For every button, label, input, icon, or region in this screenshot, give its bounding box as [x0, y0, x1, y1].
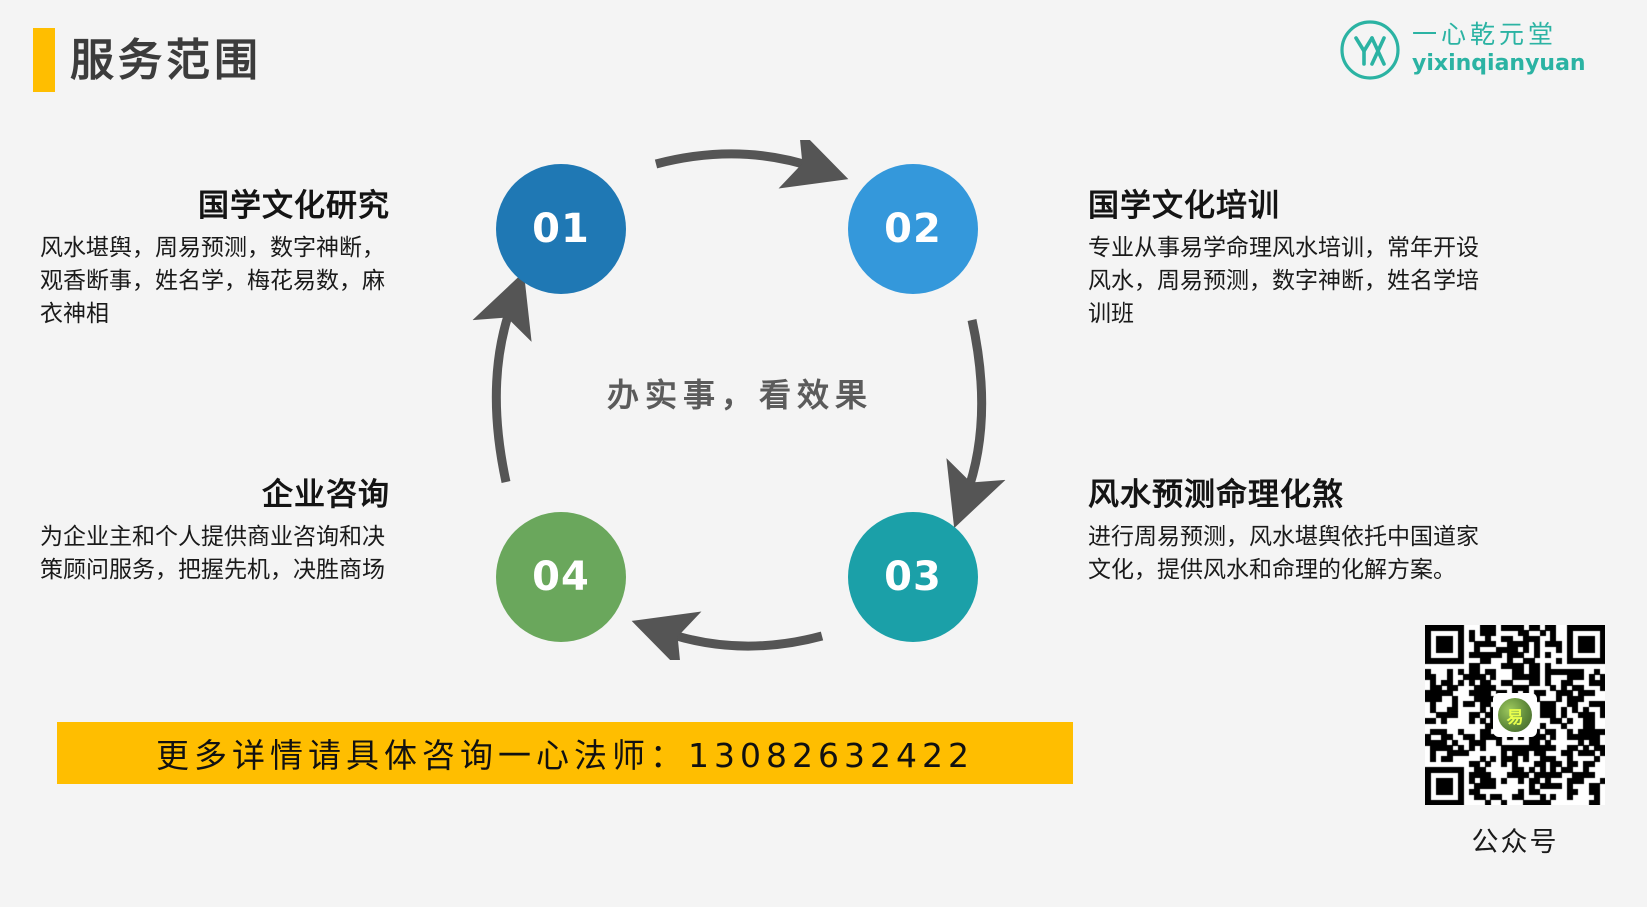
arrow-04-to-01 — [472, 271, 532, 483]
service-block-04: 企业咨询 为企业主和个人提供商业咨询和决策顾问服务，把握先机，决胜商场 — [40, 475, 390, 587]
page-header: 服务范围 一心乾元堂 yixinqianyuan — [0, 0, 1647, 120]
qr-center-glyph: 易 — [1498, 698, 1532, 732]
cycle-arrows — [472, 140, 1006, 660]
cycle-node-03[interactable]: 03 — [848, 512, 978, 642]
service-heading-01: 国学文化研究 — [198, 188, 390, 224]
qr-code-area: 易 公众号 — [1425, 625, 1625, 885]
service-heading-03: 风水预测命理化煞 — [1088, 477, 1344, 513]
contact-banner-text: 更多详情请具体咨询一心法师：13082632422 — [156, 736, 974, 775]
brand-name-en: yixinqianyuan — [1412, 51, 1586, 76]
service-heading-04: 企业咨询 — [262, 477, 390, 513]
cycle-node-02[interactable]: 02 — [848, 164, 978, 294]
service-body-01: 风水堪舆，周易预测，数字神断，观香断事，姓名学，梅花易数，麻衣神相 — [40, 235, 385, 327]
brand-logo-text: 一心乾元堂 yixinqianyuan — [1412, 20, 1586, 78]
title-accent-bar — [33, 28, 55, 92]
arrow-01-to-02 — [654, 140, 849, 189]
arrow-03-to-04 — [631, 611, 824, 660]
service-heading-02: 国学文化培训 — [1088, 188, 1280, 224]
cycle-node-04[interactable]: 04 — [496, 512, 626, 642]
cycle-diagram: 01 02 03 04 办实事，看效果 — [460, 140, 1020, 660]
qr-center-logo: 易 — [1493, 693, 1537, 737]
arrow-02-to-03 — [946, 319, 1006, 529]
service-block-01: 国学文化研究 风水堪舆，周易预测，数字神断，观香断事，姓名学，梅花易数，麻衣神相 — [40, 186, 390, 331]
service-body-03: 进行周易预测，风水堪舆依托中国道家文化，提供风水和命理的化解方案。 — [1088, 524, 1479, 583]
brand-name-cn: 一心乾元堂 — [1412, 20, 1558, 49]
page-title: 服务范围 — [70, 35, 262, 86]
yx-monogram-icon — [1338, 18, 1402, 82]
service-body-02: 专业从事易学命理风水培训，常年开设风水，周易预测，数字神断，姓名学培训班 — [1088, 235, 1479, 327]
service-block-03: 风水预测命理化煞 进行周易预测，风水堪舆依托中国道家文化，提供风水和命理的化解方… — [1088, 475, 1488, 587]
cycle-center-slogan: 办实事，看效果 — [606, 376, 873, 414]
qr-caption: 公众号 — [1471, 827, 1559, 858]
cycle-node-01[interactable]: 01 — [496, 164, 626, 294]
service-body-04: 为企业主和个人提供商业咨询和决策顾问服务，把握先机，决胜商场 — [40, 524, 385, 583]
service-block-02: 国学文化培训 专业从事易学命理风水培训，常年开设风水，周易预测，数字神断，姓名学… — [1088, 186, 1488, 331]
brand-logo: 一心乾元堂 yixinqianyuan — [1330, 18, 1630, 84]
contact-banner: 更多详情请具体咨询一心法师：13082632422 — [57, 722, 1073, 784]
